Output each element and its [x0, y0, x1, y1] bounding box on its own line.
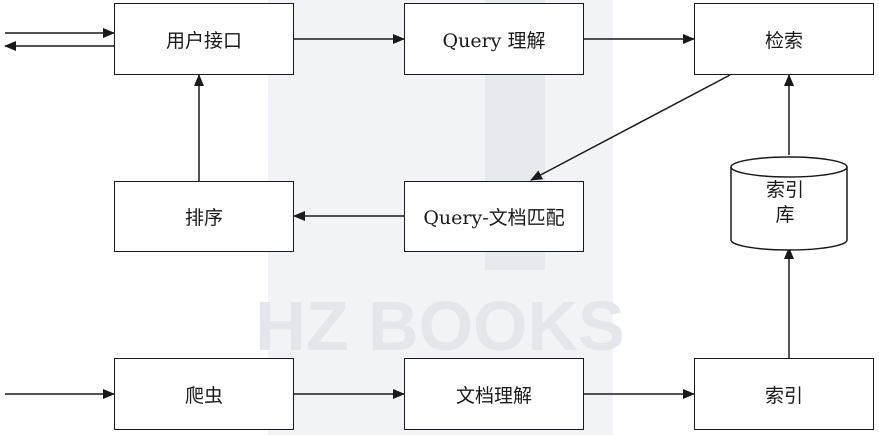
- node-label: Query-文档匹配: [423, 207, 565, 229]
- node-label: 爬虫: [184, 384, 223, 407]
- node-indexing: 索引: [694, 358, 874, 430]
- arrow-retrieval-to-matching: [530, 74, 731, 181]
- node-label: 用户接口: [165, 29, 242, 52]
- node-crawler: 爬虫: [114, 358, 294, 430]
- node-label: 检索: [764, 29, 803, 52]
- node-query-understanding: Query 理解: [404, 3, 584, 75]
- node-retrieval: 检索: [694, 3, 874, 75]
- watermark-text: HZ BOOKS: [255, 287, 624, 365]
- node-label: 排序: [184, 207, 223, 229]
- node-label: 索引: [764, 384, 803, 407]
- node-query-doc-matching: Query-文档匹配: [404, 181, 584, 252]
- node-label: 文档理解: [455, 384, 532, 407]
- node-user-interface: 用户接口: [114, 3, 294, 75]
- index-db-cylinder: [730, 156, 848, 251]
- node-ranking: 排序: [114, 181, 294, 252]
- node-doc-understanding: 文档理解: [404, 358, 584, 430]
- node-label: Query 理解: [442, 29, 546, 52]
- node-index-db-label: 索引 库: [765, 179, 804, 226]
